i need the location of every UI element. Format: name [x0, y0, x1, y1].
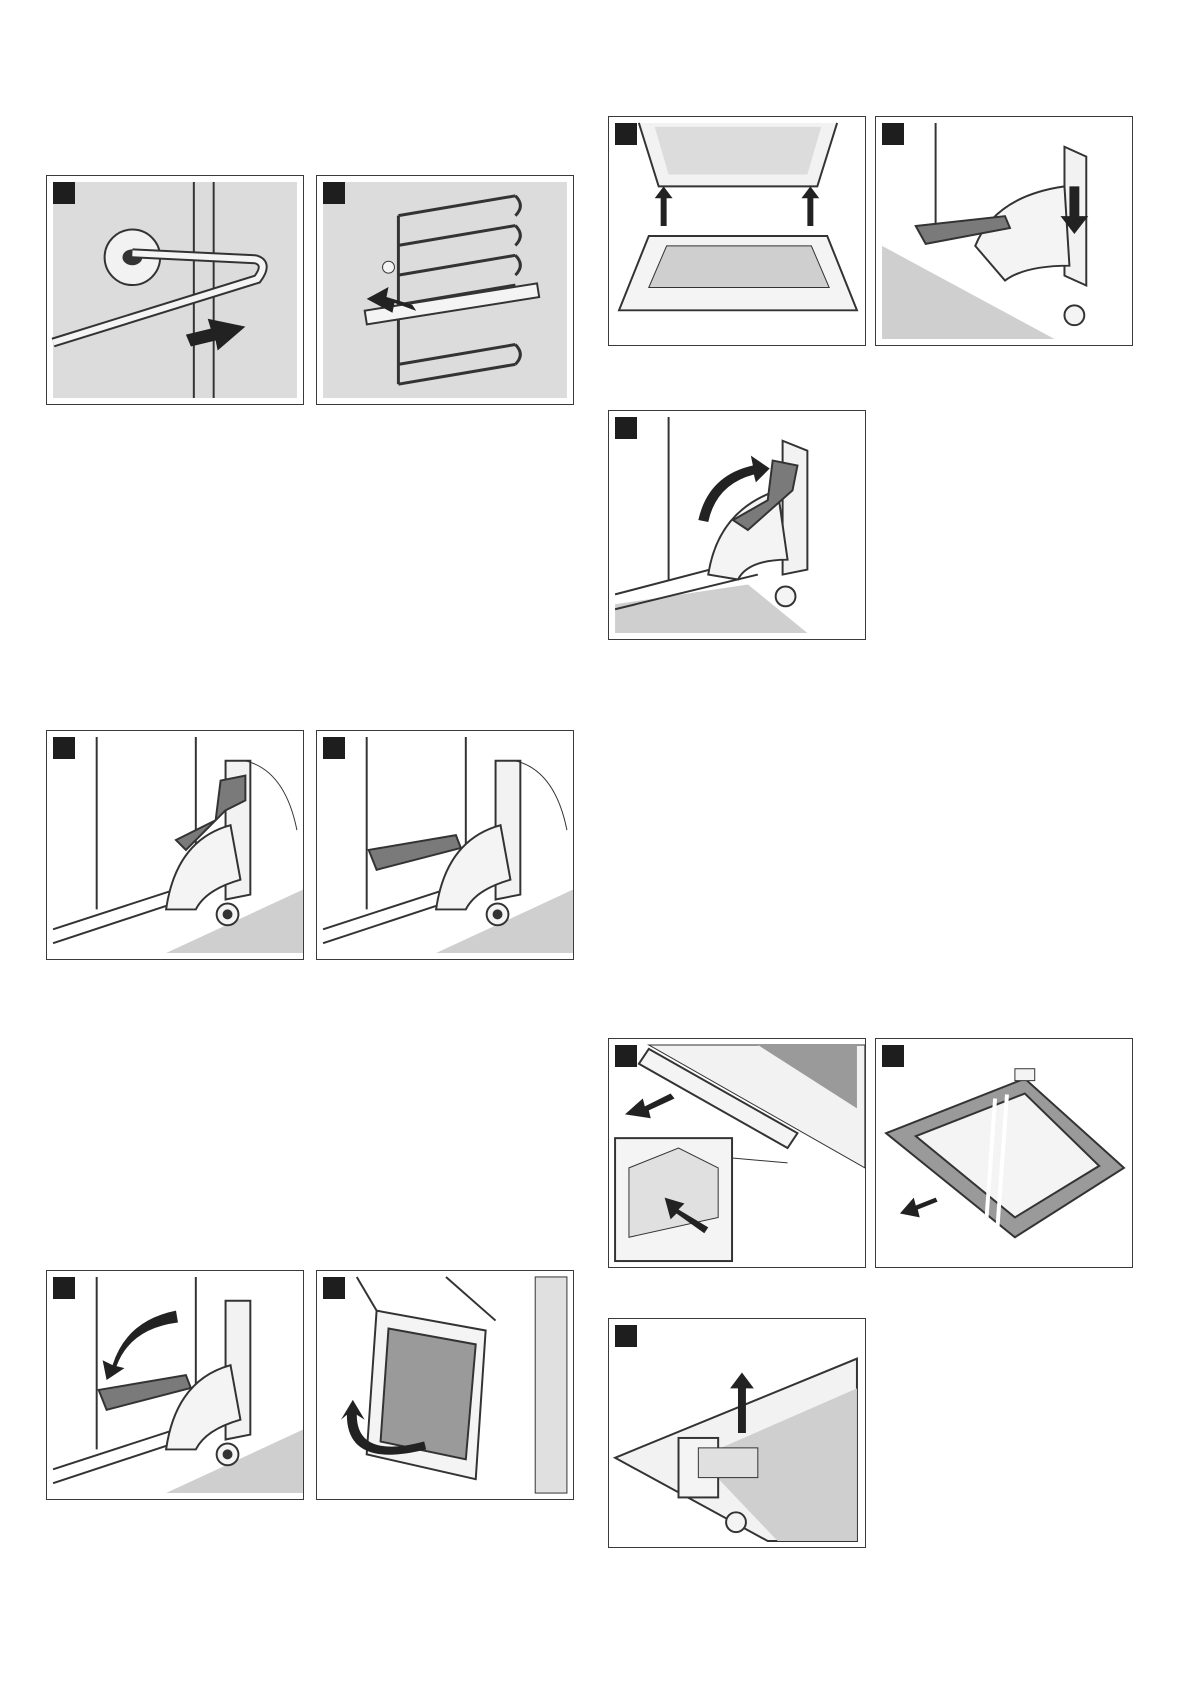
door-hinge-closed-illustration	[47, 731, 303, 959]
door-hinge-close-arrow-illustration	[47, 1271, 303, 1499]
oven-rail-unhook-illustration	[47, 176, 303, 404]
figure-rail-unhook	[46, 175, 304, 405]
step-badge	[53, 1277, 75, 1299]
figure-rack-remove	[316, 175, 574, 405]
figure-hinge-lever-close	[46, 1270, 304, 1500]
step-badge	[615, 1325, 637, 1347]
door-hinge-open-illustration	[317, 731, 573, 959]
step-badge	[323, 737, 345, 759]
step-badge	[53, 182, 75, 204]
glass-pane-remove-illustration	[876, 1039, 1132, 1267]
shelf-rack-remove-illustration	[317, 176, 573, 404]
figure-glass-pane-remove	[875, 1038, 1133, 1268]
figure-hinge-lever-down	[875, 116, 1133, 346]
figure-door-cover-release	[608, 1038, 866, 1268]
door-refit-illustration	[609, 117, 865, 345]
step-badge	[615, 417, 637, 439]
step-badge	[53, 737, 75, 759]
figure-hinge-lever-up	[608, 410, 866, 640]
step-badge	[323, 1277, 345, 1299]
figure-hinge-locked	[46, 730, 304, 960]
step-badge	[615, 1045, 637, 1067]
figure-door-lift-off	[316, 1270, 574, 1500]
door-removal-illustration	[317, 1271, 573, 1499]
door-cover-release-illustration	[609, 1039, 865, 1267]
glass-clip-lift-illustration	[609, 1319, 865, 1547]
hinge-lever-down-illustration	[876, 117, 1132, 345]
step-badge	[882, 1045, 904, 1067]
step-badge	[323, 182, 345, 204]
figure-door-fit-hooks	[608, 116, 866, 346]
figure-glass-clip-lift	[608, 1318, 866, 1548]
figure-hinge-lever-open	[316, 730, 574, 960]
hinge-lever-up-illustration	[609, 411, 865, 639]
step-badge	[615, 123, 637, 145]
step-badge	[882, 123, 904, 145]
